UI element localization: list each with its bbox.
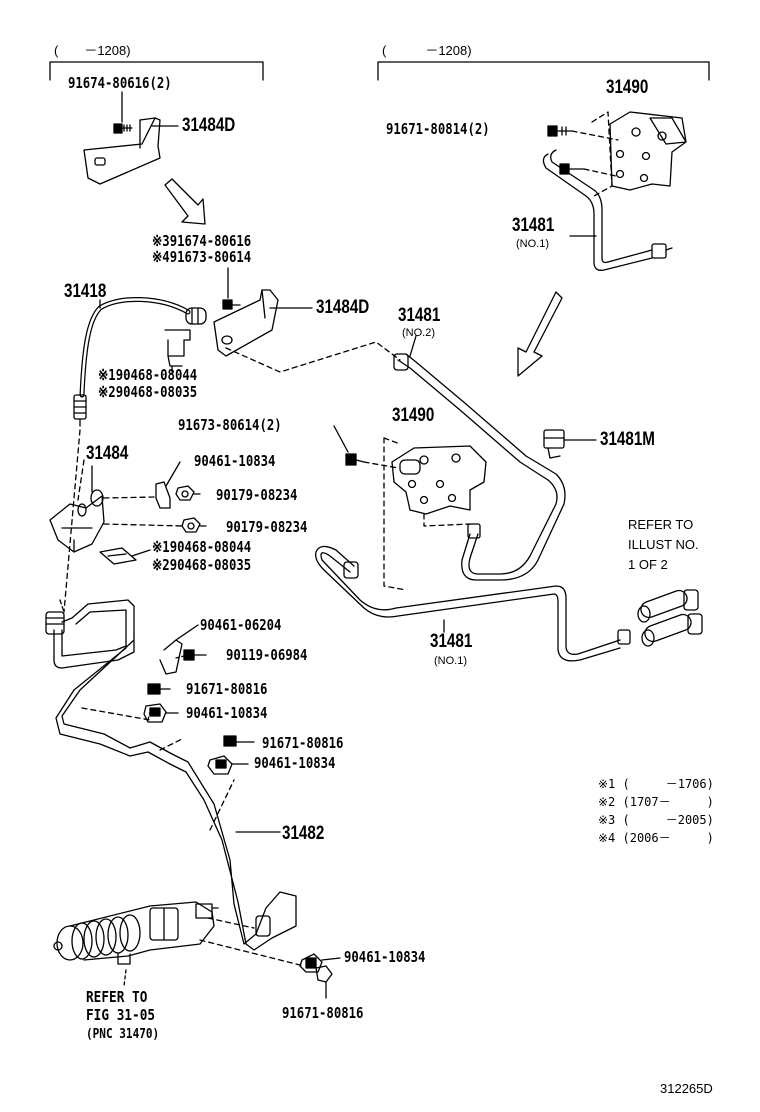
note-4: ※4 (2006－ ) xyxy=(598,831,714,845)
clip-90461-a xyxy=(155,481,171,509)
label-90179-08234-b: 90179-08234 xyxy=(226,518,308,536)
label-note1-90468-top: ※190468-08044 xyxy=(98,366,198,384)
note-3: ※3 ( －2005) xyxy=(598,813,714,827)
refer-illust-line3: 1 OF 2 xyxy=(628,557,668,572)
label-note2-90468-top: ※290468-08035 xyxy=(98,383,198,401)
refer-fig-line3: (PNC 31470) xyxy=(86,1027,160,1042)
bracket-31490-top xyxy=(609,111,687,191)
label-91671-80816-b: 91671-80816 xyxy=(262,734,344,752)
clip-90468-top xyxy=(164,329,191,367)
label-90461-10834-c: 90461-10834 xyxy=(254,754,336,772)
nut-90179-a xyxy=(175,485,195,501)
note-1: ※1 ( －1706) xyxy=(598,777,714,791)
hose-31418 xyxy=(73,297,207,427)
nut-90179-b xyxy=(181,517,201,533)
label-91674-80616-2: 91674-80616(2) xyxy=(68,74,172,92)
pipe-31481-top xyxy=(542,149,673,271)
label-90461-10834-d: 90461-10834 xyxy=(344,948,426,966)
label-90179-08234-a: 90179-08234 xyxy=(216,486,298,504)
label-note1-90468-bottom: ※190468-08044 xyxy=(152,538,252,556)
bolt-91671-80814-b xyxy=(559,163,585,175)
diagram-id: 312265D xyxy=(660,1081,713,1096)
pipe-31481-no2 xyxy=(393,353,566,581)
label-31481-bottom-sub: (NO.1) xyxy=(434,655,467,667)
left-bracket-range: ( －1208) xyxy=(54,43,131,58)
label-31481-mid-sub: (NO.2) xyxy=(402,327,435,339)
clip-90461-c xyxy=(207,755,233,775)
label-note2-90468-bottom: ※290468-08035 xyxy=(152,556,252,574)
refer-fig-line2: FIG 31-05 xyxy=(86,1006,156,1024)
pipe-31482 xyxy=(45,599,297,951)
clip-31481m xyxy=(543,429,597,459)
label-90461-10834-a: 90461-10834 xyxy=(194,452,276,470)
right-bracket-range: ( －1208) xyxy=(382,43,472,58)
label-31481-top-sub: (NO.1) xyxy=(516,238,549,250)
bolt-91671-80814-a xyxy=(547,125,573,137)
bolt-91671-c xyxy=(315,965,333,999)
bracket-31484 xyxy=(49,489,105,553)
label-90119-06984: 90119-06984 xyxy=(226,646,308,664)
label-91671-80814-2: 91671-80814(2) xyxy=(386,120,490,138)
bolt-91674-mid xyxy=(222,299,241,310)
bolt-91673-80614 xyxy=(333,425,365,466)
arrow-down-left-right xyxy=(517,291,563,377)
label-note3-91674-80616: ※391674-80616 xyxy=(152,232,252,250)
note-2: ※2 (1707－ ) xyxy=(598,795,714,809)
label-31490-top: 31490 xyxy=(606,77,649,98)
label-31481-mid: 31481 xyxy=(398,305,441,326)
label-31484d-top: 31484D xyxy=(182,115,236,136)
pipe-31481-bottom xyxy=(315,545,631,662)
bracket-31490-mid xyxy=(391,445,487,515)
refer-illust-line1: REFER TO xyxy=(628,517,694,532)
refer-illust-line2: ILLUST NO. xyxy=(628,537,699,552)
release-cylinder xyxy=(53,901,219,965)
bracket-31484d-top xyxy=(83,117,161,185)
label-31481-top: 31481 xyxy=(512,215,555,236)
refer-fig-line1: REFER TO xyxy=(86,988,148,1006)
clip-90468-bottom xyxy=(99,547,137,565)
connector-illust xyxy=(637,589,703,647)
label-90461-06204: 90461-06204 xyxy=(200,616,282,634)
label-31484: 31484 xyxy=(86,443,129,464)
label-31418: 31418 xyxy=(64,281,107,302)
label-note4-91673-80614: ※491673-80614 xyxy=(152,248,252,266)
clip-90461-b xyxy=(143,703,167,723)
label-31484d-mid: 31484D xyxy=(316,297,370,318)
label-90461-10834-b: 90461-10834 xyxy=(186,704,268,722)
clip-90461-06204 xyxy=(159,639,183,675)
bolt-91671-b xyxy=(223,735,255,747)
bolt-91671-a xyxy=(147,683,171,695)
right-range-bracket xyxy=(377,61,710,81)
bolt-91674-top xyxy=(113,123,133,134)
left-range-bracket xyxy=(49,61,264,81)
label-91671-80816-a: 91671-80816 xyxy=(186,680,268,698)
label-31482: 31482 xyxy=(282,823,325,844)
bolt-90119 xyxy=(183,649,207,661)
label-91673-80614-2: 91673-80614(2) xyxy=(178,416,282,434)
bracket-31484d-mid xyxy=(213,289,279,357)
label-31490-mid: 31490 xyxy=(392,405,435,426)
label-31481-bottom: 31481 xyxy=(430,631,473,652)
arrow-down-right-left xyxy=(164,178,206,225)
label-31481m: 31481M xyxy=(600,429,655,450)
clip-90461-d xyxy=(299,953,323,973)
label-91671-80816-c: 91671-80816 xyxy=(282,1004,364,1022)
